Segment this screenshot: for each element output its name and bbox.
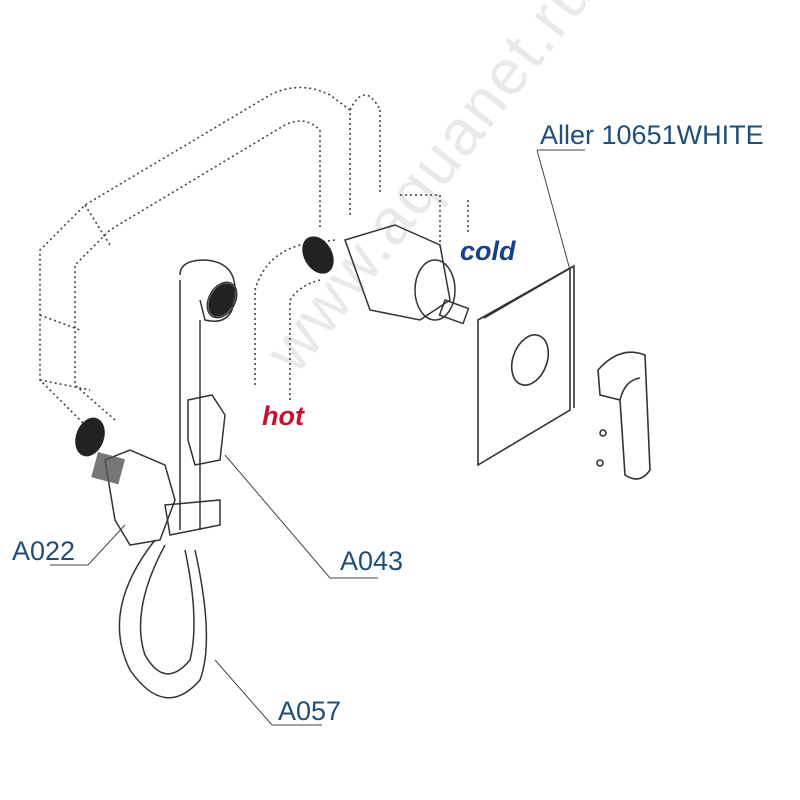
cold-label: cold bbox=[460, 236, 516, 266]
leader-lines bbox=[50, 149, 585, 726]
hot-label: hot bbox=[262, 401, 304, 431]
thread bbox=[91, 452, 126, 485]
hidden-pipes bbox=[39, 86, 469, 431]
part-a022-label: A022 bbox=[12, 536, 76, 566]
cover-plate bbox=[477, 264, 575, 467]
mixer-body bbox=[344, 224, 470, 325]
pipe-openings bbox=[75, 236, 334, 457]
product-label: Aller 10651WHITE bbox=[540, 120, 764, 150]
part-a057-label: A057 bbox=[278, 696, 342, 726]
lever-handle bbox=[596, 351, 651, 480]
hygienic-shower bbox=[104, 259, 238, 699]
part-a043-label: A043 bbox=[340, 546, 404, 576]
